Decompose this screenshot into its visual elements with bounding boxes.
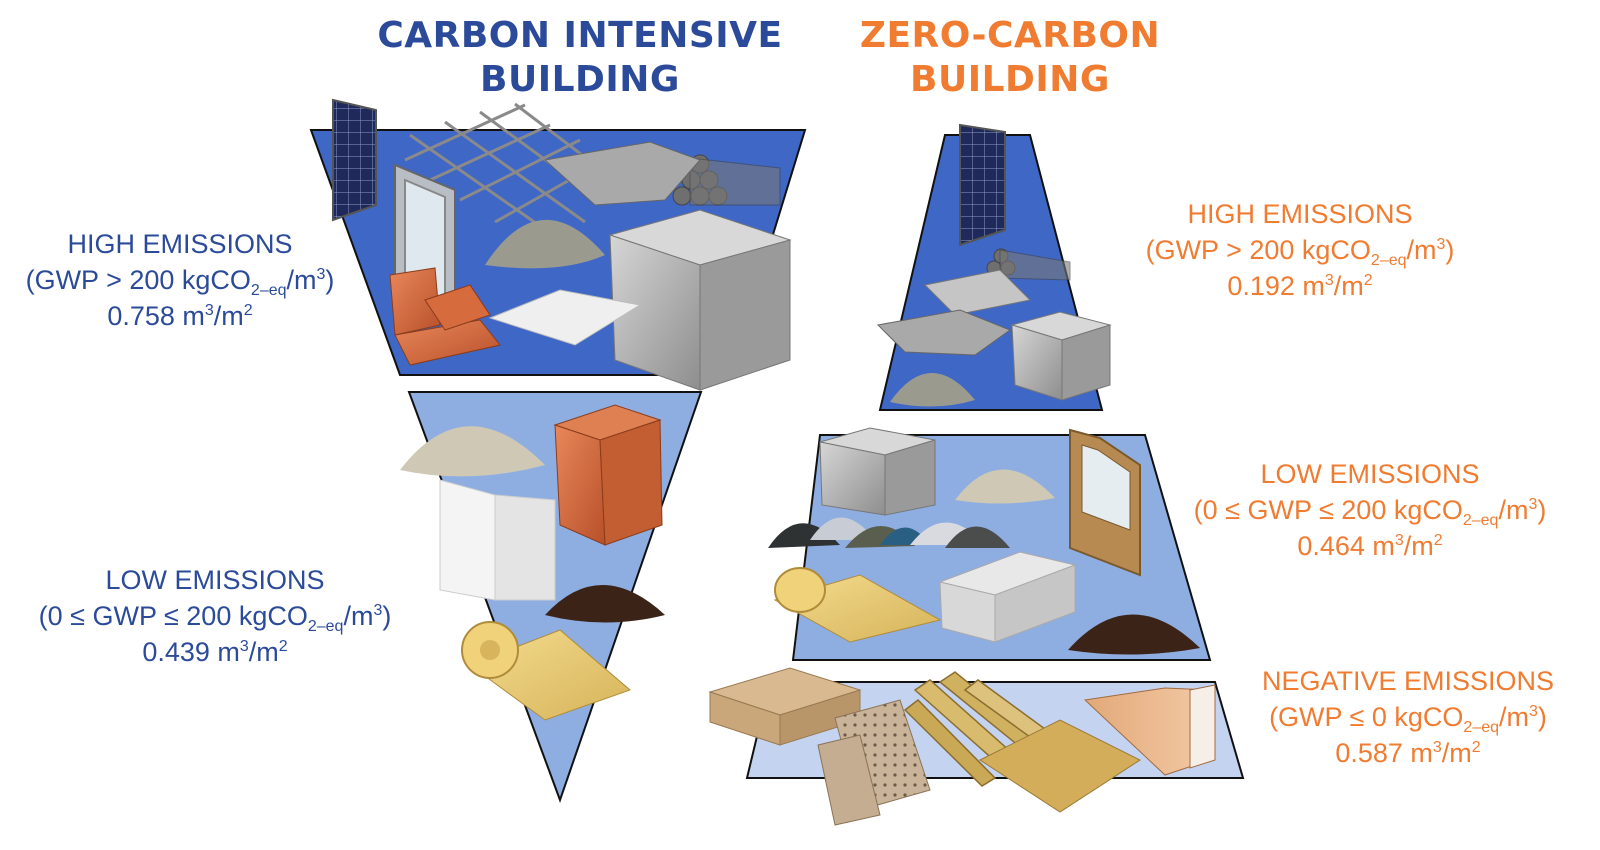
carbon-intensive-title: CARBON INTENSIVE BUILDING [370, 14, 790, 102]
zero-high-emissions-name: HIGH EMISSIONS [1187, 199, 1413, 229]
zero-high-emissions-gwp: (GWP > 200 kgCO2–eq/m3) [1145, 235, 1455, 269]
sand-pile-icon [955, 469, 1055, 504]
cement-pile-icon [485, 219, 605, 269]
zero-low-emissions-gwp: (0 ≤ GWP ≤ 200 kgCO2–eq/m3) [1193, 495, 1547, 529]
zero-negative-emissions-value: 0.587 m3/m2 [1335, 738, 1481, 768]
wood-fibre-boards-icon [708, 667, 862, 746]
carbon-high-emissions-gwp: (GWP > 200 kgCO2–eq/m3) [25, 265, 335, 299]
soil-pile-icon [545, 585, 665, 623]
cement-pile-icon [890, 372, 975, 407]
eps-panel-icon [439, 479, 556, 601]
zero-low-emissions-label: LOW EMISSIONS (0 ≤ GWP ≤ 200 kgCO2–eq/m3… [1160, 456, 1580, 564]
steel-profile-icon [923, 269, 1032, 316]
zero-high-emissions-value: 0.192 m3/m2 [1227, 271, 1373, 301]
carbon-low-emissions-gwp: (0 ≤ GWP ≤ 200 kgCO2–eq/m3) [38, 601, 392, 635]
zero-low-emissions-value: 0.464 m3/m2 [1297, 531, 1443, 561]
sand-pile-icon [400, 426, 545, 477]
carbon-intensive-title-line1: CARBON INTENSIVE [377, 15, 783, 56]
mineral-wool-roll-icon [773, 567, 942, 643]
solar-panel-icon [332, 98, 377, 222]
concrete-cube-icon [1010, 311, 1112, 401]
concrete-cube-icon [819, 427, 936, 516]
perforated-panel-icon [817, 699, 931, 826]
osb-board-icon [978, 719, 1142, 813]
aggregate-piles-icon [768, 517, 1010, 548]
concrete-cube-icon [608, 209, 792, 391]
insulation-sheet-icon [876, 309, 1012, 356]
carbon-intensive-title-line2: BUILDING [480, 59, 680, 100]
zero-carbon-title-line2: BUILDING [910, 59, 1110, 100]
zero-carbon-title: ZERO-CARBON BUILDING [830, 14, 1190, 102]
plasterboard-icon [488, 289, 642, 346]
solar-panel-icon [959, 123, 1006, 247]
carbon-high-emissions-name: HIGH EMISSIONS [67, 229, 293, 259]
glulam-beam-icon [1083, 684, 1216, 776]
insulation-sheet-icon [543, 141, 701, 206]
timber-window-icon [1069, 428, 1141, 577]
zero-high-emissions-label: HIGH EMISSIONS (GWP > 200 kgCO2–eq/m3) 0… [1120, 196, 1480, 304]
carbon-high-emissions-label: HIGH EMISSIONS (GWP > 200 kgCO2–eq/m3) 0… [0, 226, 360, 334]
zero-carbon-title-line1: ZERO-CARBON [859, 15, 1161, 56]
zero-low-emissions-name: LOW EMISSIONS [1260, 459, 1480, 489]
bricks-icon [389, 267, 501, 366]
steel-mesh-icon [404, 102, 616, 242]
carbon-high-emissions-value: 0.758 m3/m2 [107, 301, 253, 331]
soil-pile-icon [1068, 614, 1200, 655]
carbon-low-emissions-value: 0.439 m3/m2 [142, 637, 288, 667]
zero-negative-emissions-label: NEGATIVE EMISSIONS (GWP ≤ 0 kgCO2–eq/m3)… [1238, 663, 1578, 771]
hollow-brick-icon [553, 404, 663, 546]
carbon-low-emissions-name: LOW EMISSIONS [105, 565, 325, 595]
mineral-wool-roll-icon [461, 621, 631, 721]
zero-negative-emissions-gwp: (GWP ≤ 0 kgCO2–eq/m3) [1269, 702, 1547, 736]
aerated-block-icon [938, 551, 1077, 643]
carbon-low-emissions-label: LOW EMISSIONS (0 ≤ GWP ≤ 200 kgCO2–eq/m3… [0, 562, 430, 670]
zero-negative-emissions-name: NEGATIVE EMISSIONS [1261, 666, 1555, 696]
